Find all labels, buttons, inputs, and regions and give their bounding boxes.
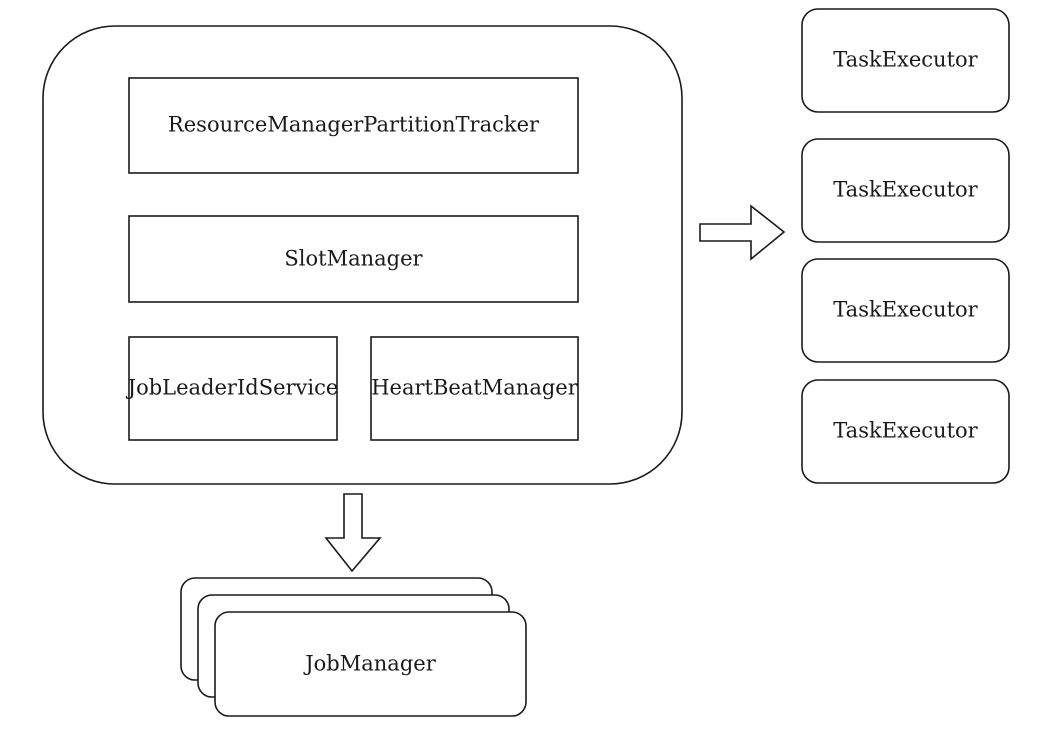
task-executor-box: TaskExecutor (801, 138, 1010, 243)
slot-manager-label: SlotManager (284, 247, 423, 271)
slot-manager-box: SlotManager (128, 215, 579, 303)
task-executor-label: TaskExecutor (833, 419, 978, 443)
job-manager-label: JobManager (303, 652, 436, 676)
task-executor-label: TaskExecutor (833, 298, 978, 322)
job-leader-id-service-box: JobLeaderIdService (126, 336, 339, 441)
task-executor-label: TaskExecutor (833, 178, 978, 202)
right-arrow-icon (699, 204, 786, 261)
down-arrow-icon (324, 493, 382, 573)
task-executor-label: TaskExecutor (833, 48, 978, 72)
task-executor-box: TaskExecutor (801, 379, 1010, 484)
task-executor-box: TaskExecutor (801, 8, 1010, 113)
partition-tracker-label: ResourceManagerPartitionTracker (168, 113, 540, 137)
job-manager-box: JobManager (214, 611, 527, 717)
task-executor-box: TaskExecutor (801, 258, 1010, 363)
heartbeat-manager-box: HeartBeatManager (370, 336, 579, 441)
heartbeat-manager-label: HeartBeatManager (371, 376, 578, 400)
job-leader-id-service-label: JobLeaderIdService (126, 376, 339, 400)
partition-tracker-box: ResourceManagerPartitionTracker (128, 77, 579, 174)
